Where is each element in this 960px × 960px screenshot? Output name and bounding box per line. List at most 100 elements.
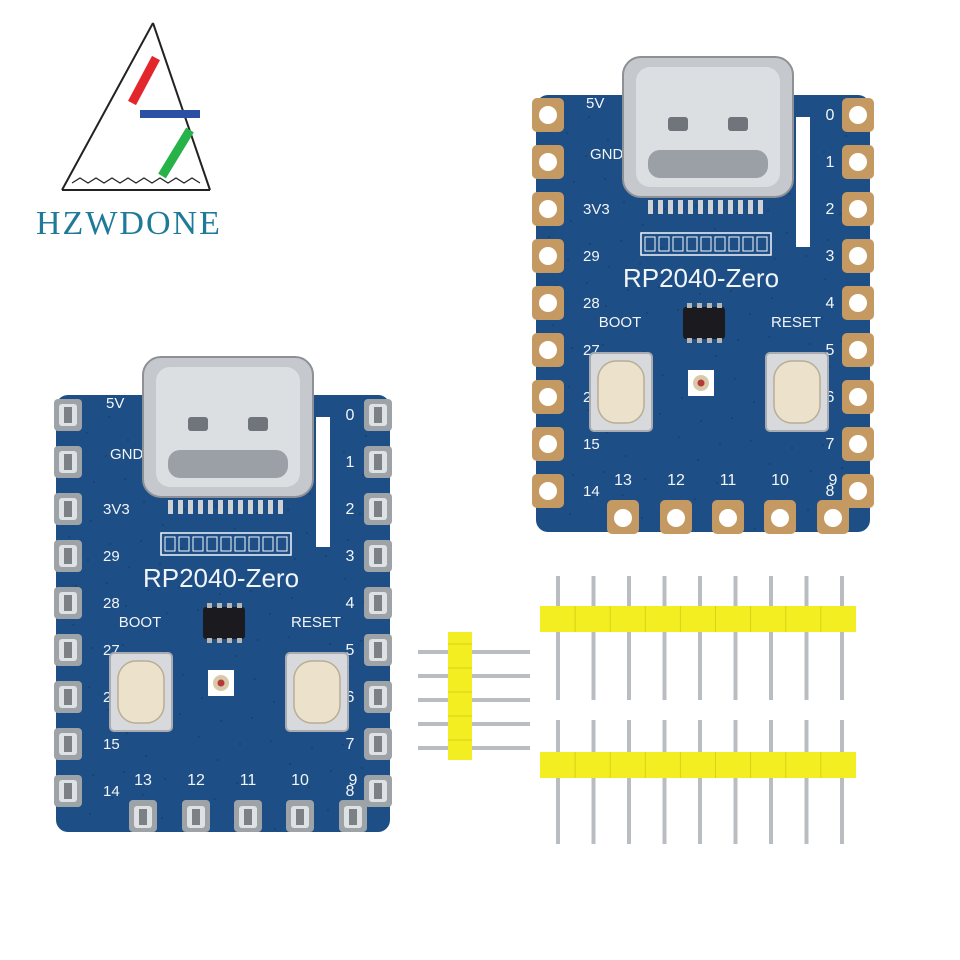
right-pad xyxy=(364,399,392,431)
left-pad xyxy=(54,775,82,807)
right-pad xyxy=(842,98,874,132)
pin-label-right: 5 xyxy=(826,342,835,359)
left-pad xyxy=(532,145,564,179)
pin-label-left: 5V xyxy=(586,95,604,112)
usb-c-connector xyxy=(622,56,794,198)
bottom-pad xyxy=(764,500,796,534)
pin-label-bottom: 9 xyxy=(349,772,358,789)
pin-label-bottom: 11 xyxy=(240,772,257,789)
pin-label-left: 3V3 xyxy=(583,201,610,218)
pin-label-bottom: 10 xyxy=(771,472,789,489)
header-short xyxy=(418,632,530,760)
pin-label-left: 15 xyxy=(583,436,600,453)
bottom-pad xyxy=(817,500,849,534)
pin-label-left: 14 xyxy=(103,783,120,800)
pin-label-right: 7 xyxy=(346,736,355,753)
left-pad xyxy=(54,446,82,478)
pin-label-bottom: 9 xyxy=(829,472,838,489)
pin-label-left: GND xyxy=(590,146,624,163)
rgb-led xyxy=(208,670,234,696)
reset-button xyxy=(765,352,829,432)
left-pad xyxy=(54,587,82,619)
pin-label-right: 8 xyxy=(826,483,835,500)
pin-label-left: 28 xyxy=(583,295,600,312)
boot-label: BOOT xyxy=(599,314,642,331)
pin-label-right: 2 xyxy=(826,201,835,218)
right-pad xyxy=(364,493,392,525)
pin-label-left: 28 xyxy=(103,595,120,612)
pin-label-right: 4 xyxy=(346,595,355,612)
pin-label-right: 7 xyxy=(826,436,835,453)
right-pad xyxy=(364,634,392,666)
flash-chip xyxy=(683,307,725,339)
bottom-pad xyxy=(286,800,314,832)
right-pad xyxy=(842,427,874,461)
pin-label-right: 3 xyxy=(346,548,355,565)
left-pad xyxy=(54,493,82,525)
pin-label-right: 3 xyxy=(826,248,835,265)
right-pad xyxy=(364,540,392,572)
bottom-pad xyxy=(712,500,744,534)
pin-label-left: GND xyxy=(110,446,144,463)
pin-label-right: 1 xyxy=(826,154,835,171)
pin-label-bottom: 11 xyxy=(720,472,737,489)
bottom-pad xyxy=(660,500,692,534)
bottom-pad xyxy=(129,800,157,832)
right-pad xyxy=(842,474,874,508)
reset-label: RESET xyxy=(771,314,821,331)
pin-label-left: 3V3 xyxy=(103,501,130,518)
brand-name: HZWDONE xyxy=(36,205,222,242)
left-pad xyxy=(54,728,82,760)
pin-label-right: 4 xyxy=(826,295,835,312)
right-pad xyxy=(364,587,392,619)
pin-label-bottom: 13 xyxy=(614,472,632,489)
model-label: RP2040-Zero xyxy=(143,563,299,593)
left-pad xyxy=(54,681,82,713)
rgb-led xyxy=(688,370,714,396)
pin-label-bottom: 12 xyxy=(667,472,685,489)
pin-label-left: 15 xyxy=(103,736,120,753)
pin-label-left: 14 xyxy=(583,483,600,500)
right-pad xyxy=(842,239,874,273)
pin-label-left: 5V xyxy=(106,395,124,412)
logo-green-stroke xyxy=(158,127,194,179)
header-long-bottom xyxy=(540,720,856,844)
right-pad xyxy=(842,380,874,414)
bottom-pad xyxy=(182,800,210,832)
silk-strip xyxy=(796,117,810,247)
boot-label: BOOT xyxy=(119,614,162,631)
left-pad xyxy=(532,427,564,461)
header-long-top xyxy=(540,576,856,700)
left-pad xyxy=(532,192,564,226)
left-pad xyxy=(532,333,564,367)
model-label: RP2040-Zero xyxy=(623,263,779,293)
reset-button xyxy=(285,652,349,732)
board-bottom: 5VGND3V3292827261514012345678131211109RP… xyxy=(48,355,398,840)
brand-logo xyxy=(61,22,211,191)
bottom-pad xyxy=(339,800,367,832)
left-pad xyxy=(532,380,564,414)
left-pad xyxy=(532,474,564,508)
left-pad xyxy=(54,399,82,431)
left-pad xyxy=(532,286,564,320)
right-pad xyxy=(364,728,392,760)
logo-red-stroke xyxy=(128,55,160,106)
pin-label-right: 6 xyxy=(826,389,835,406)
pin-label-bottom: 12 xyxy=(187,772,205,789)
left-pad xyxy=(54,540,82,572)
pin-label-left: 29 xyxy=(103,548,120,565)
reset-label: RESET xyxy=(291,614,341,631)
board-top: 5VGND3V3292827261514012345678131211109RP… xyxy=(528,55,878,540)
left-pad xyxy=(532,98,564,132)
right-pad xyxy=(842,145,874,179)
left-pad xyxy=(532,239,564,273)
pin-label-right: 1 xyxy=(346,454,355,471)
pin-label-bottom: 13 xyxy=(134,772,152,789)
pin-label-bottom: 10 xyxy=(291,772,309,789)
right-pad xyxy=(842,286,874,320)
boot-button xyxy=(589,352,653,432)
pin-label-right: 2 xyxy=(346,501,355,518)
pin-label-right: 6 xyxy=(346,689,355,706)
